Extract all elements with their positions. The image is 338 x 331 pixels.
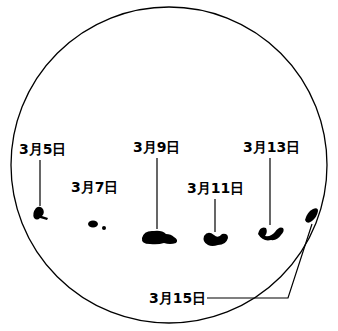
sunspot — [33, 207, 48, 220]
sunspots — [33, 207, 318, 246]
sunspot — [102, 226, 106, 230]
date-label: 3月15日 — [148, 290, 207, 307]
leader-line — [39, 160, 40, 206]
sun-disc — [11, 7, 327, 323]
leader-line — [207, 224, 312, 298]
date-label: 3月9日 — [132, 139, 181, 156]
date-label: 3月11日 — [186, 180, 245, 197]
date-label: 3月7日 — [70, 179, 119, 196]
date-label: 3月5日 — [18, 141, 67, 158]
leader-line — [269, 158, 270, 225]
leader-line — [156, 158, 157, 229]
sunspot — [88, 221, 98, 228]
leader-line — [214, 199, 215, 232]
sunspot — [142, 231, 177, 245]
sunspot — [204, 233, 229, 246]
date-label: 3月13日 — [242, 139, 301, 156]
sunspot — [305, 208, 318, 222]
sunspot — [258, 228, 284, 241]
leader-lines — [40, 158, 312, 298]
